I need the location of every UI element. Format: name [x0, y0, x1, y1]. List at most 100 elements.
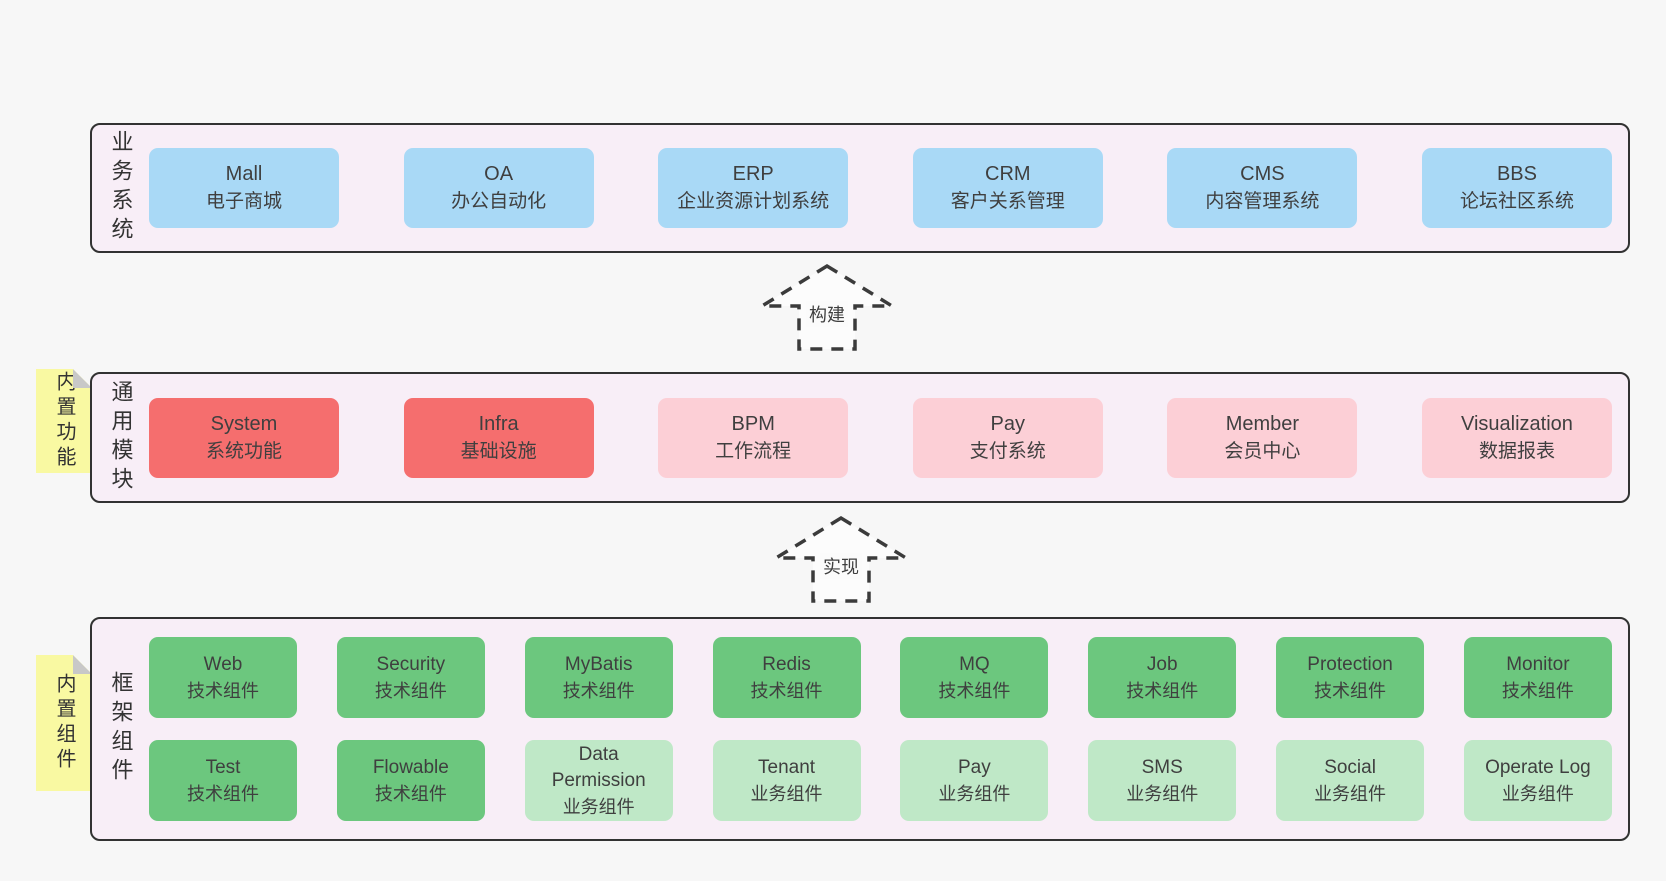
box-title: Flowable [372, 756, 449, 778]
box-subtitle: 技术组件 [1314, 680, 1387, 701]
box-subtitle: 技术组件 [374, 680, 447, 701]
box-title: Test [205, 756, 241, 778]
box-subtitle: 基础设施 [460, 440, 537, 462]
business-systems-boxes: Mall 电子商城 OA 办公自动化 ERP 企业资源计划系统 CRM 客户关系… [149, 125, 1628, 251]
component-box-pay: Pay 业务组件 [900, 740, 1049, 821]
sticky-label: 内置组件 [53, 673, 75, 773]
component-box-mq: MQ 技术组件 [900, 637, 1049, 718]
module-box-member: Member 会员中心 [1167, 397, 1358, 478]
box-subtitle: 业务组件 [1314, 783, 1387, 804]
box-subtitle: 技术组件 [187, 783, 259, 804]
component-box-tenant: Tenant 业务组件 [712, 740, 861, 821]
box-subtitle: 业务组件 [562, 796, 635, 817]
box-subtitle: 业务组件 [750, 783, 823, 804]
box-title: Tenant [758, 756, 816, 778]
component-box-protection: Protection 技术组件 [1276, 637, 1425, 718]
box-title: SMS [1141, 756, 1183, 778]
common-modules-layer: 通用模块 System 系统功能 Infra 基础设施 BPM 工作流程 Pay… [90, 372, 1630, 503]
box-subtitle: 业务组件 [1501, 783, 1574, 804]
box-title: Infra [478, 412, 519, 435]
components-row-2: Test 技术组件 Flowable 技术组件 Data Permission … [149, 740, 1612, 821]
box-title: CMS [1240, 163, 1285, 185]
box-title: ERP [732, 163, 774, 185]
component-box-mybatis: MyBatis 技术组件 [524, 637, 673, 718]
component-box-social: Social 业务组件 [1276, 740, 1425, 821]
box-title: MQ [959, 653, 990, 675]
builtin-features-sticky-note: 内置功能 [36, 369, 92, 473]
build-arrow-label: 构建 [806, 301, 848, 327]
business-box-crm: CRM 客户关系管理 [912, 148, 1103, 228]
box-subtitle: 客户关系管理 [950, 191, 1065, 212]
component-box-test: Test 技术组件 [149, 740, 297, 821]
module-box-infra: Infra 基础设施 [403, 397, 594, 478]
box-title: Protection [1307, 653, 1393, 675]
box-title: Member [1225, 412, 1300, 435]
component-box-sms: SMS 业务组件 [1088, 740, 1237, 821]
box-subtitle: 技术组件 [938, 680, 1011, 701]
box-subtitle: 电子商城 [205, 191, 282, 212]
common-modules-label: 通用模块 [108, 379, 134, 496]
component-box-operate-log: Operate Log 业务组件 [1463, 740, 1612, 821]
framework-components-grid: Web 技术组件 Security 技术组件 MyBatis 技术组件 Redi… [149, 619, 1628, 839]
box-subtitle: 支付系统 [969, 440, 1046, 462]
common-modules-boxes: System 系统功能 Infra 基础设施 BPM 工作流程 Pay 支付系统… [149, 374, 1628, 501]
sticky-label: 内置功能 [53, 371, 75, 471]
box-title: BPM [731, 412, 775, 435]
box-title: Pay [990, 412, 1026, 435]
business-box-cms: CMS 内容管理系统 [1167, 148, 1358, 228]
box-subtitle: 企业资源计划系统 [677, 191, 830, 212]
box-subtitle: 数据报表 [1478, 440, 1555, 462]
box-subtitle: 技术组件 [750, 680, 823, 701]
box-subtitle: 技术组件 [1126, 680, 1199, 701]
framework-components-label: 框架组件 [108, 671, 134, 787]
box-subtitle: 技术组件 [374, 783, 447, 804]
box-subtitle: 工作流程 [715, 440, 792, 462]
component-box-web: Web 技术组件 [149, 637, 297, 718]
box-title: Monitor [1506, 653, 1570, 675]
box-title: Web [203, 653, 243, 675]
box-title: Visualization [1461, 412, 1573, 435]
business-systems-layer: 业务系统 Mall 电子商城 OA 办公自动化 ERP 企业资源计划系统 CRM… [90, 123, 1630, 253]
box-subtitle: 会员中心 [1224, 440, 1301, 462]
component-box-data-permission: Data Permission 业务组件 [524, 740, 673, 821]
module-box-visualization: Visualization 数据报表 [1421, 397, 1612, 478]
module-box-bpm: BPM 工作流程 [658, 397, 849, 478]
implement-arrow-label: 实现 [820, 553, 862, 579]
business-box-oa: OA 办公自动化 [403, 148, 594, 228]
business-box-mall: Mall 电子商城 [149, 148, 339, 228]
box-title: Redis [762, 653, 811, 675]
box-title: BBS [1496, 163, 1537, 185]
business-box-bbs: BBS 论坛社区系统 [1421, 148, 1612, 228]
box-title: Security [376, 653, 446, 675]
components-row-1: Web 技术组件 Security 技术组件 MyBatis 技术组件 Redi… [149, 637, 1612, 718]
box-subtitle: 办公自动化 [451, 191, 547, 212]
module-box-system: System 系统功能 [149, 397, 339, 478]
business-box-erp: ERP 企业资源计划系统 [658, 148, 849, 228]
box-title: Social [1324, 756, 1376, 778]
business-systems-label: 业务系统 [108, 130, 134, 246]
box-title: Mall [225, 163, 263, 185]
implement-arrow: 实现 [771, 513, 911, 605]
component-box-flowable: Flowable 技术组件 [336, 740, 485, 821]
box-subtitle: 论坛社区系统 [1459, 191, 1574, 212]
component-box-security: Security 技术组件 [336, 637, 485, 718]
builtin-components-sticky-note: 内置组件 [36, 655, 92, 791]
build-arrow: 构建 [757, 261, 897, 353]
box-title: Data Permission [551, 743, 646, 791]
box-title: MyBatis [564, 653, 633, 675]
box-title: System [210, 412, 278, 435]
module-box-pay: Pay 支付系统 [912, 397, 1103, 478]
component-box-monitor: Monitor 技术组件 [1463, 637, 1612, 718]
box-title: Operate Log [1485, 756, 1591, 778]
framework-components-layer: 框架组件 Web 技术组件 Security 技术组件 MyBatis 技术组件… [90, 617, 1630, 841]
box-subtitle: 业务组件 [1126, 783, 1199, 804]
box-subtitle: 技术组件 [187, 680, 259, 701]
box-title: Pay [958, 756, 991, 778]
box-title: CRM [985, 163, 1031, 185]
box-subtitle: 系统功能 [205, 440, 282, 462]
box-subtitle: 业务组件 [938, 783, 1011, 804]
component-box-redis: Redis 技术组件 [712, 637, 861, 718]
box-subtitle: 技术组件 [562, 680, 635, 701]
box-title: Job [1146, 653, 1178, 675]
